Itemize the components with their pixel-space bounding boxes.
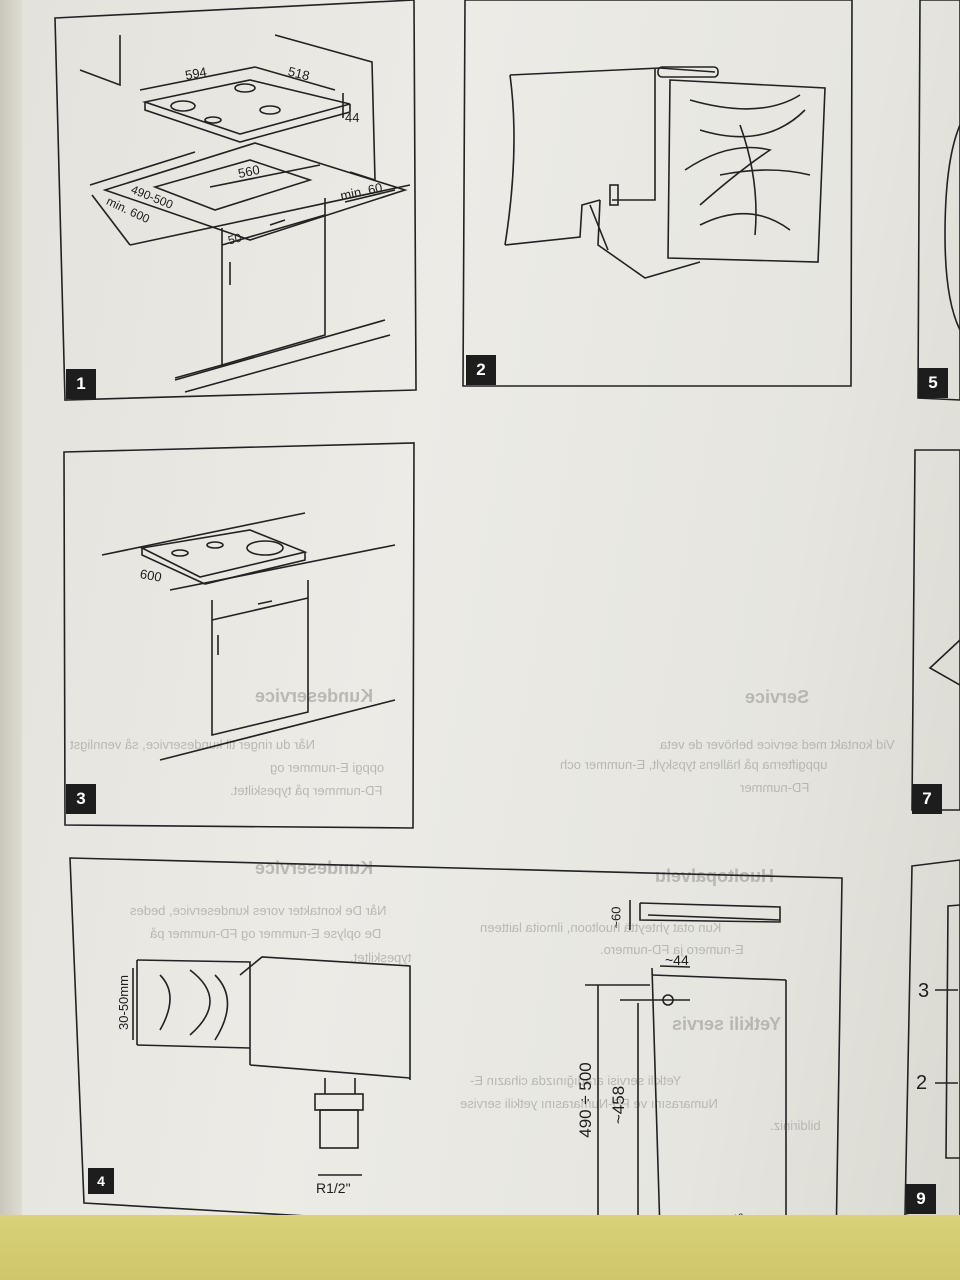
dim-490-500-b: 490 ÷ 500	[575, 1062, 595, 1138]
panel-7-frame	[911, 449, 960, 811]
background-cloth	[0, 1215, 960, 1280]
panel-5-frame	[917, 0, 960, 401]
dim-r12: R1/2"	[316, 1180, 351, 1196]
panel-number-4: 4	[88, 1168, 114, 1194]
dim-458: ~458	[609, 1085, 629, 1125]
dim-60: ~60	[608, 906, 624, 929]
dim-30-50mm: 30-50mm	[115, 975, 131, 1030]
panel-1-frame	[54, 0, 417, 401]
panel-number-2: 2	[466, 355, 496, 385]
panel-4-frame	[69, 857, 843, 1248]
panel-2-drawing	[504, 66, 826, 279]
panel-1-drawing	[79, 34, 411, 393]
dim-44: 44	[345, 110, 360, 125]
panel-9-drawing	[935, 904, 960, 1159]
part-label-3: 3	[918, 980, 930, 1002]
part-label-2: 2	[916, 1072, 928, 1094]
panel-4-drawing	[132, 900, 787, 1236]
panel-number-5: 5	[918, 368, 948, 398]
left-page-edge	[0, 0, 24, 1280]
panel-number-1: 1	[66, 369, 96, 399]
manual-page	[22, 0, 960, 1280]
panel-3-drawing	[101, 512, 396, 761]
panel-9-frame	[904, 859, 960, 1226]
panel-number-9: 9	[906, 1184, 936, 1214]
panel-5-drawing	[944, 124, 960, 331]
dim-44b: ~44	[665, 952, 689, 968]
panel-7-drawing	[928, 639, 960, 686]
panel-number-7: 7	[912, 784, 942, 814]
panel-3-frame	[63, 442, 415, 829]
panel-2-frame	[462, 0, 853, 387]
panel-number-3: 3	[66, 784, 96, 814]
